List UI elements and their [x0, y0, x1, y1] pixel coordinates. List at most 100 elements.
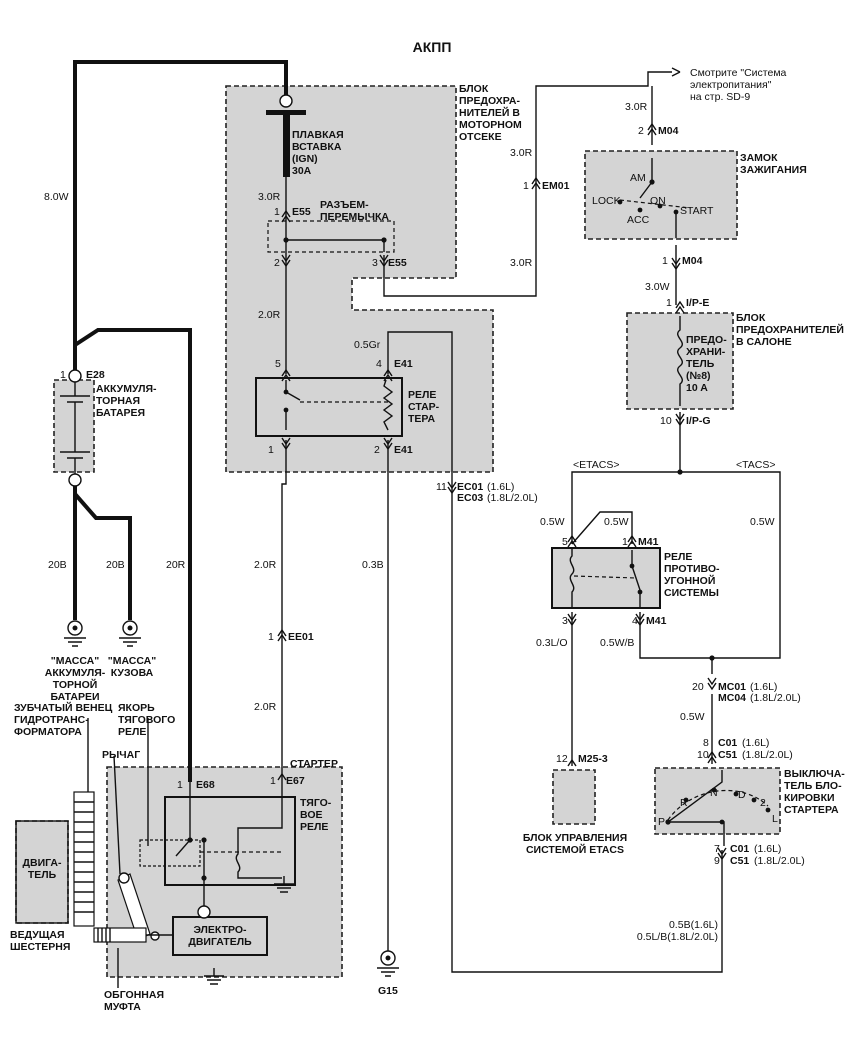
svg-text:СТАР-: СТАР- [408, 401, 440, 413]
svg-text:РЫЧАГ: РЫЧАГ [102, 749, 140, 761]
svg-text:(1.8L/2.0L): (1.8L/2.0L) [754, 855, 805, 867]
fusible-link [283, 115, 290, 177]
svg-text:электропитания": электропитания" [690, 79, 772, 91]
ground-body-label: "МАССА" КУЗОВА [108, 655, 157, 679]
svg-text:20B: 20B [106, 559, 125, 571]
wire-8-0w [73, 60, 288, 370]
svg-text:P: P [658, 816, 665, 828]
svg-text:R: R [680, 797, 688, 809]
svg-text:G15: G15 [378, 985, 398, 997]
cabin-fuse-box-label: БЛОК ПРЕДОХРАНИТЕЛЕЙ В САЛОНЕ [736, 312, 844, 348]
svg-text:ЭЛЕКТРО-: ЭЛЕКТРО- [193, 924, 247, 936]
svg-text:E55: E55 [388, 257, 407, 269]
svg-text:КУЗОВА: КУЗОВА [111, 667, 154, 679]
callout-lines [87, 718, 149, 988]
svg-text:0.5W: 0.5W [604, 516, 629, 528]
svg-text:11: 11 [436, 481, 447, 493]
wire-3-0r-em01 [383, 71, 672, 297]
svg-text:M41: M41 [646, 615, 667, 627]
svg-text:ЯКОРЬ: ЯКОРЬ [118, 702, 155, 714]
svg-text:30A: 30A [292, 165, 312, 177]
wire-0-5w-b [639, 612, 713, 674]
svg-text:ГИДРОТРАНС-: ГИДРОТРАНС- [14, 714, 89, 726]
svg-text:ОТСЕКЕ: ОТСЕКЕ [459, 131, 502, 143]
svg-text:0.5B(1.6L): 0.5B(1.6L) [669, 919, 718, 931]
wire-etacs [571, 471, 680, 544]
svg-text:Смотрите "Система: Смотрите "Система [690, 67, 787, 79]
cabin-fuse-element [677, 316, 683, 406]
svg-text:МУФТА: МУФТА [104, 1001, 141, 1013]
wire-0-5w-loop [571, 511, 633, 545]
svg-text:E41: E41 [394, 358, 413, 370]
svg-text:(1.8L/2.0L): (1.8L/2.0L) [742, 749, 793, 761]
svg-text:0.5W/B: 0.5W/B [600, 637, 634, 649]
etacs-unit-box [552, 769, 596, 825]
antitheft-coil [569, 548, 575, 608]
svg-text:EC03: EC03 [457, 492, 483, 504]
svg-text:0.5W: 0.5W [680, 711, 705, 723]
svg-text:E28: E28 [86, 369, 105, 381]
svg-text:5: 5 [562, 536, 568, 548]
svg-text:ACC: ACC [627, 214, 650, 226]
svg-text:2: 2 [638, 125, 644, 137]
svg-text:2: 2 [374, 444, 380, 456]
antitheft-relay-box [551, 547, 661, 609]
svg-text:ТЕЛЬ БЛО-: ТЕЛЬ БЛО- [784, 780, 842, 792]
solenoid-outline [164, 796, 296, 886]
svg-text:(1.6L): (1.6L) [742, 737, 769, 749]
svg-text:D: D [738, 789, 746, 801]
wire-labels: 8.0W 3.0R 3.0R 3.0R 3.0R 2.0R 0.5Gr 20B … [44, 101, 775, 943]
svg-text:РЕЛЕ: РЕЛЕ [408, 389, 436, 401]
svg-text:1: 1 [270, 775, 276, 787]
svg-text:1: 1 [268, 444, 274, 456]
wire-2-0r-ee01 [281, 440, 287, 756]
svg-text:0.3B: 0.3B [362, 559, 384, 571]
svg-text:M04: M04 [682, 255, 703, 267]
battery-cells [60, 382, 90, 474]
svg-text:ВЫКЛЮЧА-: ВЫКЛЮЧА- [784, 768, 845, 780]
svg-text:ТОРНАЯ: ТОРНАЯ [96, 395, 140, 407]
svg-text:ТЕЛЬ: ТЕЛЬ [28, 869, 57, 881]
svg-text:РЕЛЕ: РЕЛЕ [300, 821, 328, 833]
svg-text:на стр. SD-9: на стр. SD-9 [690, 91, 750, 103]
battery-positive-terminal [68, 369, 82, 383]
svg-text:(1.6L): (1.6L) [754, 843, 781, 855]
svg-text:1: 1 [662, 255, 668, 267]
svg-text:3.0R: 3.0R [258, 191, 281, 203]
svg-text:(1.8L/2.0L): (1.8L/2.0L) [487, 492, 538, 504]
svg-text:0.3L/O: 0.3L/O [536, 637, 568, 649]
svg-text:10: 10 [697, 749, 709, 761]
svg-text:8: 8 [703, 737, 709, 749]
svg-text:1: 1 [60, 369, 66, 381]
solenoid-plunger [139, 839, 201, 867]
svg-text:РАЗЪЕМ-: РАЗЪЕМ- [320, 199, 369, 211]
junction-ip-g [677, 469, 683, 475]
ground-g15-symbol [377, 950, 399, 977]
antitheft-contacts [631, 550, 641, 608]
svg-text:0.5Gr: 0.5Gr [354, 339, 381, 351]
svg-text:ВСТАВКА: ВСТАВКА [292, 141, 342, 153]
svg-text:5: 5 [275, 358, 281, 370]
svg-text:ПРОТИВО-: ПРОТИВО- [664, 563, 720, 575]
svg-text:0.5W: 0.5W [540, 516, 565, 528]
motor-outline [172, 916, 268, 956]
battery-negative-terminal [68, 473, 82, 487]
svg-text:ТОРНОЙ: ТОРНОЙ [53, 678, 98, 691]
antitheft-relay-outline [551, 547, 661, 609]
svg-text:1: 1 [523, 180, 529, 192]
svg-text:L: L [772, 813, 778, 825]
svg-text:20: 20 [692, 681, 704, 693]
antitheft-relay-label: РЕЛЕ ПРОТИВО- УГОННОЙ СИСТЕМЫ [664, 551, 720, 599]
svg-text:3: 3 [372, 257, 378, 269]
etacs-unit-label: БЛОК УПРАВЛЕНИЯ СИСТЕМОЙ ETACS [523, 832, 627, 856]
svg-text:(1.6L): (1.6L) [750, 681, 777, 693]
svg-text:ПРЕДОХРАНИТЕЛЕЙ: ПРЕДОХРАНИТЕЛЕЙ [736, 323, 844, 336]
engine-outline [15, 820, 69, 924]
engine-fuse-box [225, 85, 494, 473]
wire-0-5gr [387, 331, 723, 973]
svg-text:2.0R: 2.0R [254, 701, 277, 713]
starter-relay-label: РЕЛЕ СТАР- ТЕРА [408, 389, 440, 425]
svg-text:ПЛАВКАЯ: ПЛАВКАЯ [292, 129, 344, 141]
svg-text:C01: C01 [718, 737, 737, 749]
